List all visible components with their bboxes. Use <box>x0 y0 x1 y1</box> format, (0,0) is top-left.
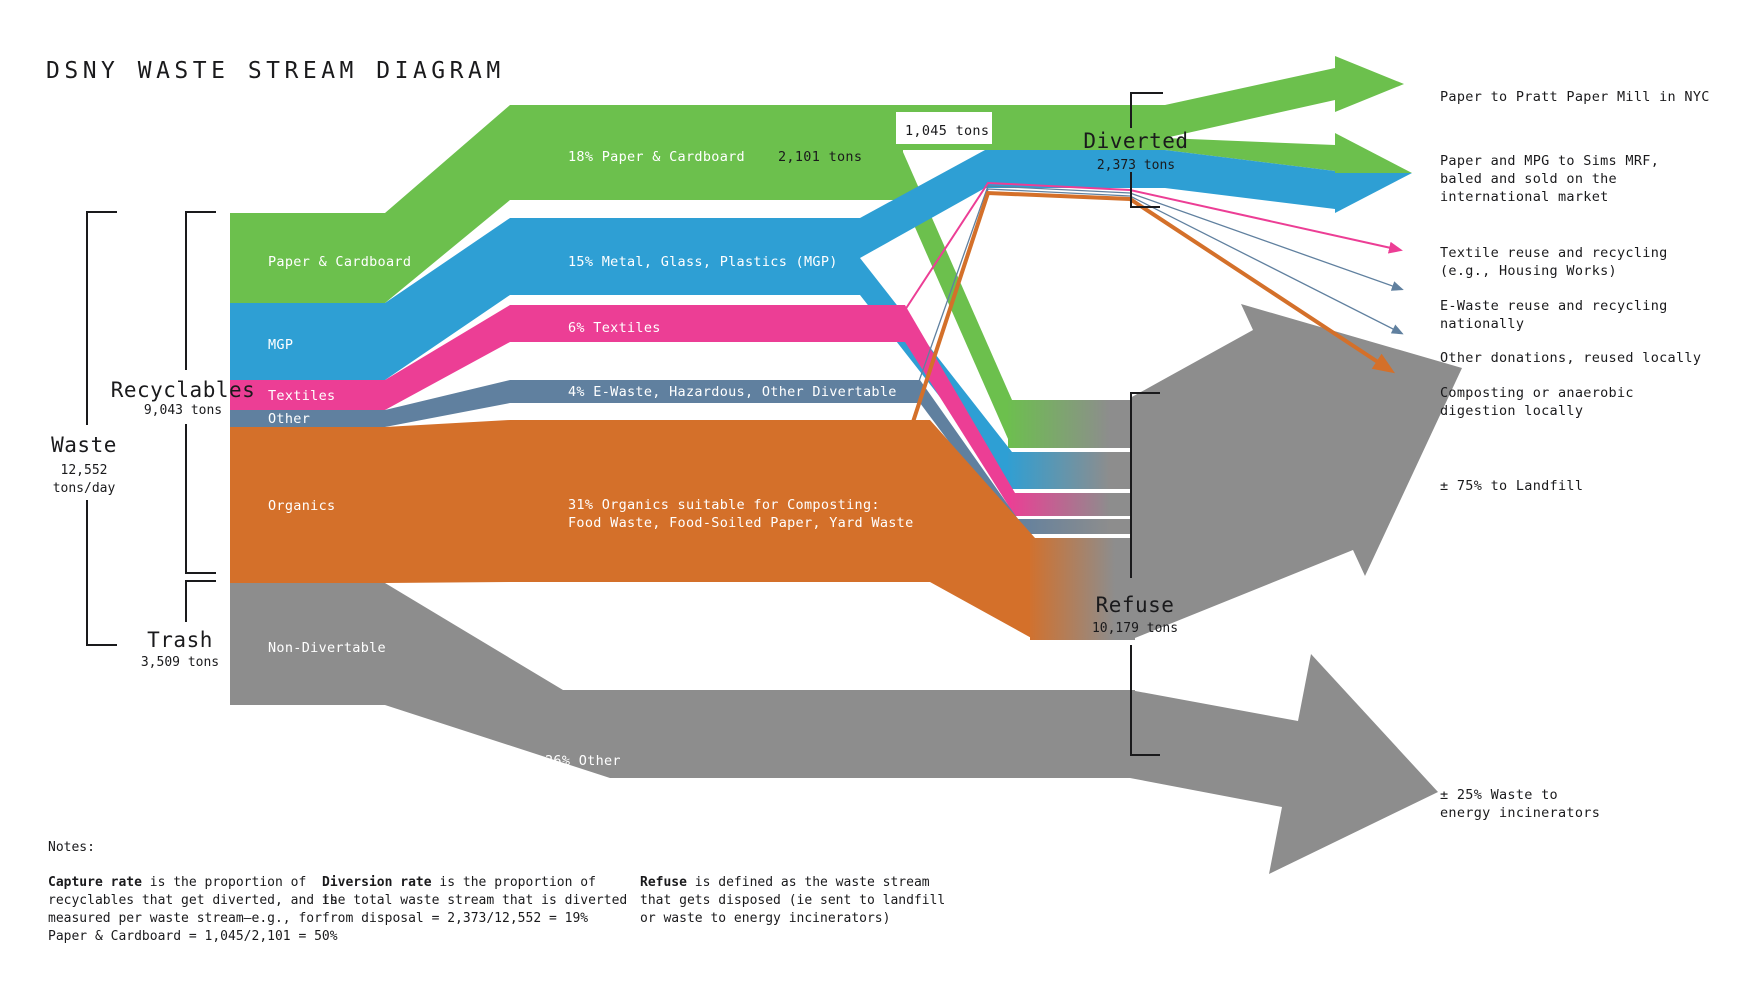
flow-ewaste-refuse-fade <box>1014 519 1135 534</box>
dest-textile-2: (e.g., Housing Works) <box>1440 263 1617 279</box>
notes-heading: Notes: <box>48 840 95 855</box>
dest-ewaste-2: nationally <box>1440 316 1524 332</box>
node-label-organics: Organics <box>268 498 335 514</box>
stream-label-other: 26% Other <box>545 753 621 769</box>
stream-label-organics-2: Food Waste, Food-Soiled Paper, Yard Wast… <box>568 515 914 531</box>
sims-arrow-blue-band <box>1165 150 1335 209</box>
note-refuse-line-1: Refuse is defined as the waste stream <box>640 875 930 890</box>
flow-paper-band <box>385 105 903 303</box>
node-label-paper: Paper & Cardboard <box>268 254 411 270</box>
recyclables-label: Recyclables <box>111 378 256 402</box>
dest-incinerator-1: ± 25% Waste to <box>1440 787 1558 803</box>
note-capture-line-2: recyclables that get diverted, and is <box>48 893 338 908</box>
flow-organics-band <box>385 420 930 583</box>
landfill-arrow <box>1130 304 1462 640</box>
dest-sims-3: international market <box>1440 189 1609 205</box>
diverted-label: Diverted <box>1083 129 1188 153</box>
node-label-mgp: MGP <box>268 337 293 353</box>
waste-value: 12,552 <box>61 463 108 478</box>
dest-sims-1: Paper and MPG to Sims MRF, <box>1440 153 1659 169</box>
note-diversion-line-1: Diversion rate is the proportion of <box>322 875 596 890</box>
flow-textiles-band <box>385 305 905 410</box>
waste-unit: tons/day <box>53 481 116 496</box>
note-capture-line-3: measured per waste stream—e.g., for <box>48 911 322 926</box>
diverted-tons-label-backdrop <box>896 112 992 144</box>
stream-paper-total: 2,101 tons <box>778 149 862 165</box>
incinerator-arrow <box>1130 654 1438 874</box>
node-label-textiles: Textiles <box>268 388 335 404</box>
stream-label-organics-1: 31% Organics suitable for Composting: <box>568 497 880 513</box>
ewaste-reuse-arrow <box>917 185 1404 385</box>
note-diversion-line-3: from disposal = 2,373/12,552 = 19% <box>322 911 588 926</box>
diverted-value: 2,373 tons <box>1097 158 1175 173</box>
node-label-other: Other <box>268 411 310 427</box>
note-diversion-line-2: the total waste stream that is diverted <box>322 893 627 908</box>
textile-reuse-arrow <box>904 181 1403 311</box>
trash-value: 3,509 tons <box>141 655 219 670</box>
sims-arrowhead-green <box>1335 133 1412 173</box>
dest-ewaste-1: E-Waste reuse and recycling <box>1440 298 1668 314</box>
flow-mgp-band <box>385 218 860 380</box>
flow-textiles-refuse-fade <box>1011 493 1135 516</box>
node-organics <box>230 427 385 583</box>
refuse-label: Refuse <box>1096 593 1175 617</box>
flow-paper-refuse-fade <box>1008 400 1135 448</box>
trash-label: Trash <box>147 628 213 652</box>
dest-incinerator-2: energy incinerators <box>1440 805 1600 821</box>
flow-mgp-refuse-fade <box>1008 452 1135 489</box>
refuse-bracket <box>1130 392 1160 756</box>
waste-bracket <box>86 211 117 646</box>
flow-organics-to-refuse <box>930 420 1035 640</box>
flow-other-band <box>385 583 1135 778</box>
stream-label-textiles: 6% Textiles <box>568 320 661 336</box>
dest-landfill: ± 75% to Landfill <box>1440 478 1583 494</box>
node-non-divertable <box>230 583 385 705</box>
note-capture-rest: is the proportion of <box>142 875 306 890</box>
stream-label-mgp: 15% Metal, Glass, Plastics (MGP) <box>568 254 838 270</box>
trash-bracket <box>185 580 216 622</box>
sims-arrow-green-band <box>1165 138 1335 171</box>
node-other-divertable <box>230 410 385 427</box>
dest-sims-2: baled and sold on the <box>1440 171 1617 187</box>
note-refuse-term: Refuse <box>640 875 687 890</box>
dest-compost-1: Composting or anaerobic <box>1440 385 1634 401</box>
note-capture-term: Capture rate <box>48 875 142 890</box>
recyclables-value: 9,043 tons <box>144 403 222 418</box>
flow-ewaste-band <box>385 380 920 427</box>
flow-organics-refuse-fade <box>1030 538 1135 640</box>
page-title: DSNY WASTE STREAM DIAGRAM <box>46 58 505 84</box>
node-label-non-divertable: Non-Divertable <box>268 640 386 656</box>
dest-pratt: Paper to Pratt Paper Mill in NYC <box>1440 89 1710 105</box>
note-diversion-rest: is the proportion of <box>432 875 596 890</box>
dest-compost-2: digestion locally <box>1440 403 1583 419</box>
node-textiles <box>230 380 385 410</box>
note-capture-line-1: Capture rate is the proportion of <box>48 875 306 890</box>
node-paper-cardboard <box>230 213 385 303</box>
dest-textile-1: Textile reuse and recycling <box>1440 245 1668 261</box>
note-diversion-term: Diversion rate <box>322 875 432 890</box>
stream-label-paper: 18% Paper & Cardboard <box>568 149 745 165</box>
note-refuse-line-3: or waste to energy incinerators) <box>640 911 890 926</box>
recyclables-bracket <box>185 211 216 574</box>
dest-donations: Other donations, reused locally <box>1440 350 1701 366</box>
flow-paper-to-refuse <box>903 152 1012 448</box>
note-refuse-line-2: that gets disposed (ie sent to landfill <box>640 893 945 908</box>
pratt-arrow <box>1165 56 1404 138</box>
note-capture-line-4: Paper & Cardboard = 1,045/2,101 = 50% <box>48 929 338 944</box>
waste-label: Waste <box>51 433 117 457</box>
node-mgp <box>230 303 385 380</box>
sims-arrowhead-blue <box>1335 173 1412 213</box>
composting-arrow <box>910 190 1396 426</box>
stream-paper-diverted: 1,045 tons <box>905 123 989 139</box>
refuse-value: 10,179 tons <box>1092 621 1178 636</box>
flow-mgp-rise <box>860 150 985 258</box>
flow-mgp-diverted-band <box>985 150 1165 188</box>
note-refuse-rest: is defined as the waste stream <box>687 875 930 890</box>
stream-label-ewaste: 4% E-Waste, Hazardous, Other Divertable <box>568 384 897 400</box>
diverted-bracket <box>1130 92 1163 208</box>
